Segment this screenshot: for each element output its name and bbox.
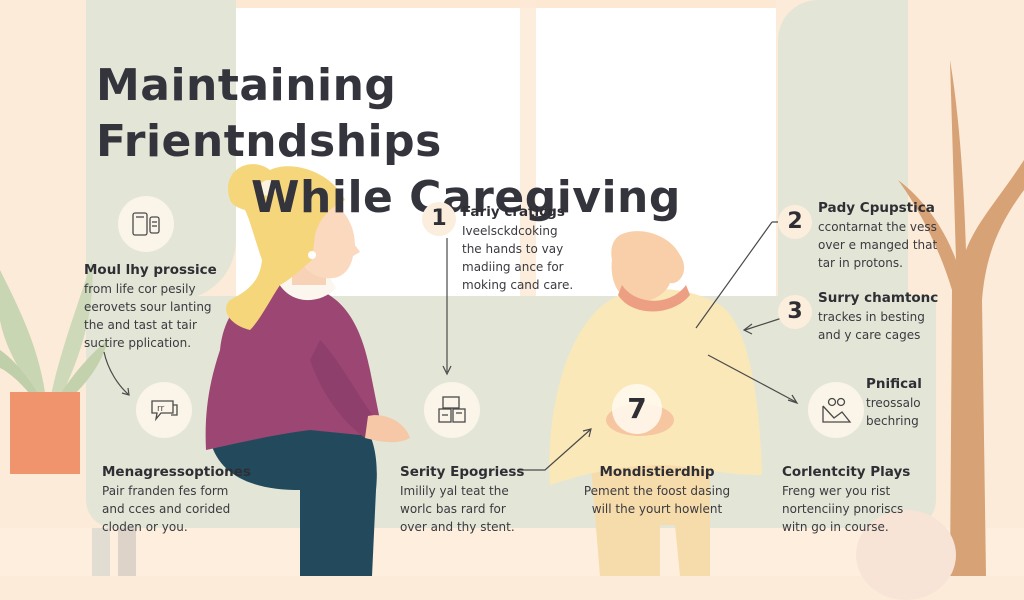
floor [0,528,1024,576]
title-line-2: While Caregiving [251,172,681,223]
step-heading: Mondistierdhip [599,464,715,480]
step-3-card: Surry chamtonc trackes in besting and y … [818,290,938,344]
potted-plant-icon [0,260,108,474]
sofa-leg [118,528,136,576]
tip-heading: Pnifical [866,376,922,392]
step-heading: Pady Cpupstica [818,200,935,216]
step-text-line: Iveelsckdcoking [462,224,558,238]
window-pane-top [236,8,776,26]
photo-people-icon [822,397,852,423]
sofa-leg [92,528,110,576]
step-text-line: trackes in besting [818,310,925,324]
step-text-line: madiing ance for [462,260,564,274]
page-title: Maintaining Frientndships While Caregivi… [96,58,736,226]
tip-icon-circle [808,382,864,438]
step-number-badge: 7 [612,384,662,434]
phone-and-notes-icon [132,212,160,236]
step-heading: Surry chamtonc [818,290,939,306]
tip-heading: Corlentcity Plays [782,464,911,480]
tip-text-line: eerovets sour lanting [84,300,212,314]
tip-text-line: Pair franden fes form [102,484,229,498]
step-text-line: moking cand care. [462,278,574,292]
tip-text-line: from life cor pesily [84,282,196,296]
svg-text:rr: rr [157,404,165,414]
tip-text-line: Freng wer you rist [782,484,891,498]
elderly-person-illustration [549,231,762,576]
tip-text-line: over and thy stent. [400,520,515,534]
tip-text-line: bechring [866,414,919,428]
calendar-tasks-icon [438,396,466,423]
step-text-line: tar in protons. [818,256,903,270]
tip-text-line: and cces and corided [102,502,231,516]
title-line-1: Maintaining Frientndships [96,60,442,167]
step-text-line: and y care cages [818,328,921,342]
tip-text-line: treossalo [866,396,921,410]
tip-text-line: Imilily yal teat the [400,484,509,498]
tip-heading: Moul lhy prossice [84,262,217,278]
tip-icon-circle [424,382,480,438]
step-number-badge: 3 [778,295,812,329]
tip-4-card: Pnifical treossalo bechring [866,376,922,430]
step-heading: Fariy craticgs [462,204,565,220]
step-number-badge: 2 [778,205,812,239]
woman-caregiver-illustration [205,164,410,576]
tip-5-card: Corlentcity Plays Freng wer you rist nor… [782,464,910,536]
curtain-left [86,0,236,300]
tip-icon-circle: rr [136,382,192,438]
tip-1-card: Moul lhy prossice from life cor pesily e… [84,262,217,352]
tip-heading: Menagressoptiones [102,464,251,480]
tip-text-line: worlc bas rard for [400,502,506,516]
tip-icon-circle [118,196,174,252]
tip-heading: Serity Epogriess [400,464,525,480]
window-mullion [520,0,536,300]
step-number-badge: 1 [422,202,456,236]
step-7-card: Mondistierdhip Pement the foost dasing w… [572,464,742,518]
step-text-line: over e manged that [818,238,938,252]
tree-icon [898,60,1024,576]
step-1-card: Fariy craticgs Iveelsckdcoking the hands… [462,204,573,294]
step-2-card: Pady Cpupstica ccontarnat the vess over … [818,200,937,272]
tip-text-line: the and tast at tair [84,318,197,332]
step-text-line: will the yourt howlent [591,502,723,516]
step-text-line: Pement the foost dasing [583,484,731,498]
tip-text-line: nortenciiny pnoriscs [782,502,904,516]
chat-bubble-icon: rr [151,400,178,422]
tip-text-line: witn go in course. [782,520,889,534]
tip-3-card: Serity Epogriess Imilily yal teat the wo… [400,464,524,536]
tip-2-card: Menagressoptiones Pair franden fes form … [102,464,251,536]
step-text-line: the hands to vay [462,242,564,256]
tip-text-line: cloden or you. [102,520,188,534]
tip-text-line: suctire pplication. [84,336,192,350]
step-text-line: ccontarnat the vess [818,220,937,234]
